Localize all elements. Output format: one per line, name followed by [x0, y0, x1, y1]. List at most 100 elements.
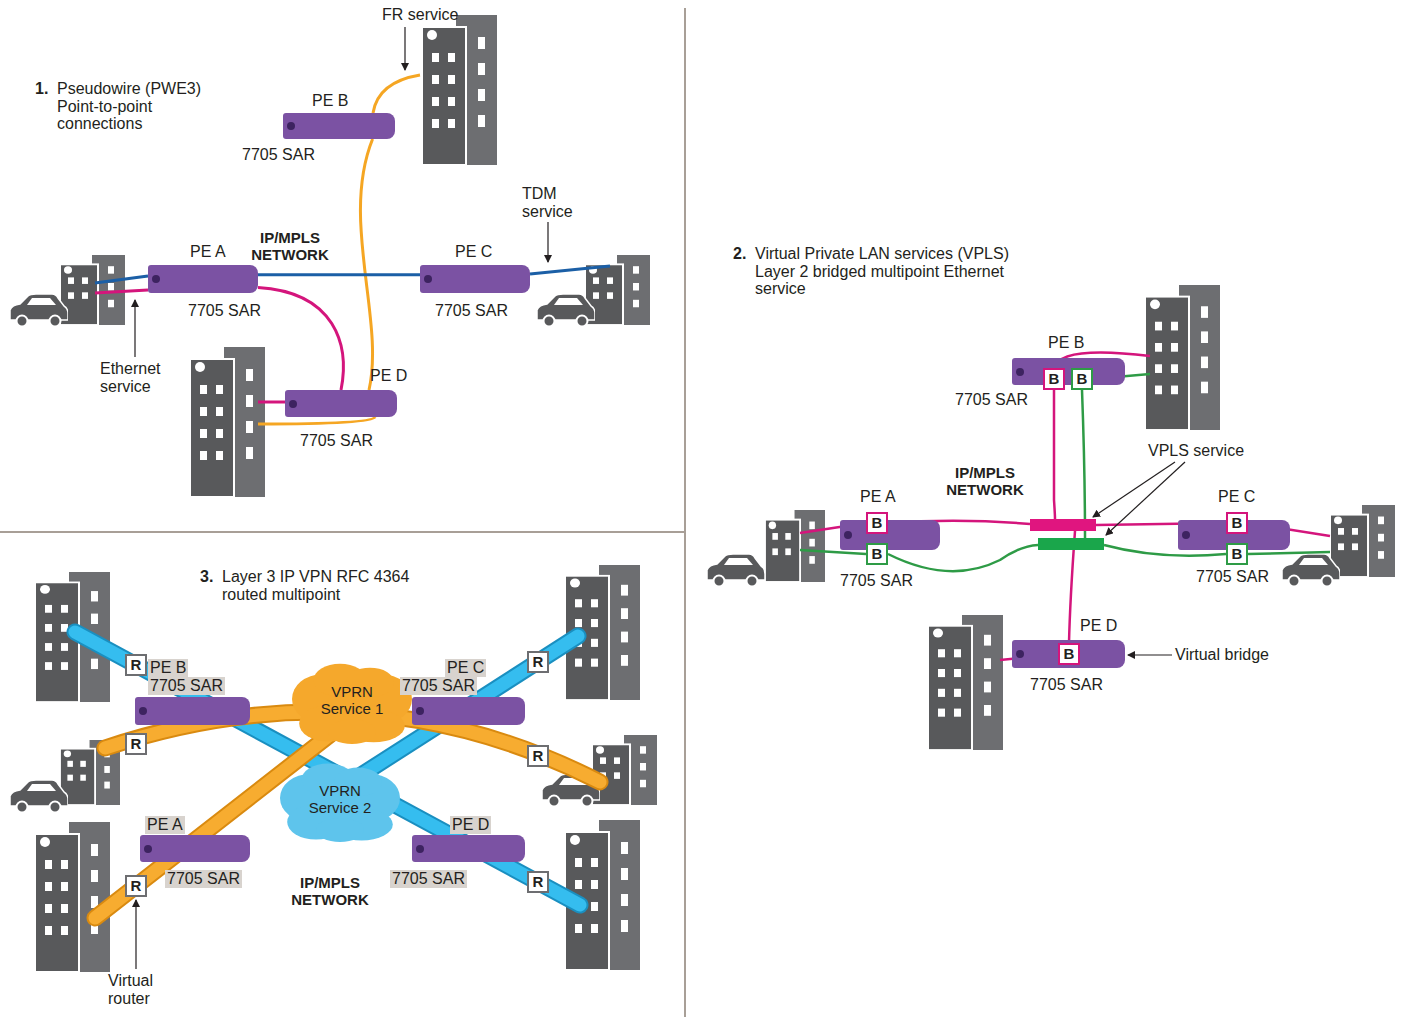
service-box: R — [527, 871, 549, 893]
service-box: R — [527, 745, 549, 767]
device-label: 7705 SAR — [400, 677, 477, 695]
box-letter: R — [127, 877, 145, 895]
service-box: R — [527, 651, 549, 673]
device-label: PE D — [450, 816, 491, 834]
vpls-bar — [1038, 538, 1104, 550]
pseudowire — [258, 287, 343, 390]
device-label: 7705 SAR — [1030, 676, 1103, 694]
port-dot — [152, 275, 160, 283]
box-letter: R — [529, 747, 547, 765]
device-label: 7705 SAR — [148, 677, 225, 695]
cloud-label: IP/MPLS NETWORK — [945, 465, 1025, 498]
box-letter: B — [1060, 645, 1078, 663]
device-label: PE C — [445, 659, 486, 677]
box-letter: B — [1228, 514, 1246, 532]
device-label: 7705 SAR — [300, 432, 373, 450]
pe-router: PE B7705 SAR — [135, 697, 250, 725]
port-dot — [1016, 650, 1024, 658]
pseudowire-stubs — [95, 75, 610, 424]
service-box: R — [125, 733, 147, 755]
cloud-lobe — [1053, 384, 1229, 481]
cloud-label: VPRN Service 2 — [305, 783, 375, 816]
device-label: 7705 SAR — [242, 146, 315, 164]
device-label: 7705 SAR — [390, 870, 467, 888]
cloud-lobe — [350, 154, 488, 253]
port-dot — [416, 707, 424, 715]
pe-router: PE A7705 SAR — [140, 835, 250, 862]
port-dot — [1016, 368, 1024, 376]
annotation: FR service — [382, 6, 482, 24]
cloud-lobe — [877, 392, 1273, 608]
cloud-lobe — [316, 818, 364, 842]
cloud-lobe — [328, 719, 376, 744]
device-label: 7705 SAR — [165, 870, 242, 888]
box-letter: B — [868, 545, 886, 563]
buildings — [10, 15, 1395, 972]
vprn-tubes — [75, 632, 600, 918]
service-box: B — [866, 512, 888, 534]
box-letter: R — [529, 873, 547, 891]
device-label: 7705 SAR — [188, 302, 261, 320]
pe-router: PE D7705 SAR — [412, 835, 525, 862]
pe-router: PE C7705 SAR — [420, 265, 530, 293]
box-letter: B — [868, 514, 886, 532]
port-dot — [1182, 531, 1190, 539]
device-label: PE A — [190, 243, 226, 261]
cloud-lobe — [1075, 406, 1295, 568]
port-dot — [287, 122, 295, 130]
pe-router: PE D7705 SAR — [285, 390, 397, 417]
device-label: PE B — [312, 92, 348, 110]
cloud-label: IP/MPLS NETWORK — [245, 230, 335, 263]
leader-lines — [135, 27, 1185, 969]
box-letter: B — [1228, 545, 1246, 563]
service-box: B — [1226, 512, 1248, 534]
pseudowire — [360, 139, 372, 390]
annotation: Layer 3 IP VPN RFC 4364 routed multipoin… — [222, 568, 427, 603]
vpls-links — [800, 352, 1330, 660]
vprn-cloud: VPRN Service 1 — [292, 662, 412, 744]
device-label: PE B — [148, 659, 188, 677]
cloud-lobe — [340, 295, 519, 405]
device-label: 7705 SAR — [435, 302, 508, 320]
box-letter: B — [1073, 370, 1091, 388]
annotation: Virtual router — [108, 972, 178, 1007]
cloud-lobe — [244, 845, 416, 935]
device-label: 7705 SAR — [840, 572, 913, 590]
device-label: PE B — [1048, 334, 1084, 352]
pe-router: PE C7705 SARBB — [1178, 520, 1290, 550]
box-letter: R — [529, 653, 547, 671]
annotation: TDM service — [522, 185, 584, 220]
device-label: 7705 SAR — [1196, 568, 1269, 586]
port-dot — [144, 845, 152, 853]
box-letter: R — [127, 656, 145, 674]
pe-router: PE C7705 SAR — [412, 697, 525, 725]
pe-router: PE D7705 SARB — [1012, 640, 1125, 668]
port-dot — [139, 707, 147, 715]
pe-router: PE B7705 SARBB — [1012, 358, 1125, 385]
port-dot — [424, 275, 432, 283]
device-label: 7705 SAR — [955, 391, 1028, 409]
box-letter: B — [1045, 370, 1063, 388]
service-box: B — [1226, 543, 1248, 565]
device-label: PE C — [455, 243, 492, 261]
device-label: PE D — [370, 367, 407, 385]
cloud-label: IP/MPLS NETWORK — [290, 875, 370, 908]
annotation: Ethernet service — [100, 360, 180, 395]
cloud-lobe — [216, 281, 382, 402]
port-dot — [416, 845, 424, 853]
service-box: R — [125, 875, 147, 897]
pe-router: PE A7705 SARBB — [840, 520, 940, 550]
pe-router: PE B7705 SAR — [283, 113, 395, 139]
service-box: B — [1071, 368, 1093, 390]
device-label: PE A — [145, 816, 185, 834]
service-box: R — [125, 654, 147, 676]
annotation: Virtual Private LAN services (VPLS) Laye… — [755, 245, 1027, 298]
vpls-bar — [1030, 519, 1096, 531]
cloud-label: VPRN Service 1 — [317, 684, 387, 717]
cloud-lobe — [934, 370, 1128, 478]
pe-router: PE A7705 SAR — [148, 265, 258, 293]
port-dot — [289, 400, 297, 408]
